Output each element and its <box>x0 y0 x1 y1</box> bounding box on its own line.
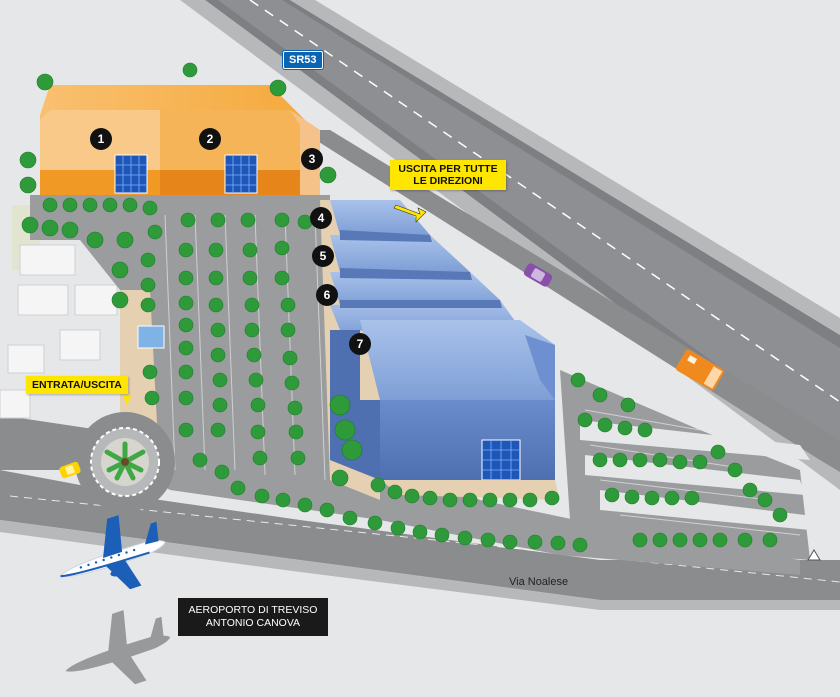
airplane-icon <box>59 515 166 590</box>
airplane-shadow-icon <box>65 610 171 685</box>
taxi-icon <box>59 461 81 479</box>
highway-label: SR53 <box>283 51 323 69</box>
building-number-5[interactable]: 5 <box>312 245 334 267</box>
exit-arrow-icon <box>393 204 427 223</box>
exit-all-directions-label: USCITA PER TUTTE LE DIREZIONI <box>390 160 506 190</box>
palm-tree-icon <box>104 441 146 481</box>
orange-building <box>40 85 320 195</box>
road-name-label: Via Noalese <box>509 576 569 588</box>
building-number-2[interactable]: 2 <box>199 128 221 150</box>
car-icon <box>523 263 553 287</box>
airport-label: AEROPORTO DI TREVISO ANTONIO CANOVA <box>178 598 328 636</box>
building-number-7[interactable]: 7 <box>349 333 371 355</box>
building-number-3[interactable]: 3 <box>301 148 323 170</box>
entry-arrow-icon <box>123 396 131 405</box>
via-noalese-road <box>0 470 840 610</box>
blue-building <box>330 200 560 500</box>
kiosk <box>137 325 165 349</box>
left-blocks <box>0 244 118 419</box>
building-number-4[interactable]: 4 <box>310 207 332 229</box>
trees <box>19 62 788 553</box>
parking-lot <box>30 195 800 575</box>
road-sign-icon <box>807 549 821 561</box>
building-number-6[interactable]: 6 <box>316 284 338 306</box>
entry-exit-label: ENTRATA/USCITA <box>26 376 128 394</box>
van-icon <box>676 349 724 391</box>
building-number-1[interactable]: 1 <box>90 128 112 150</box>
